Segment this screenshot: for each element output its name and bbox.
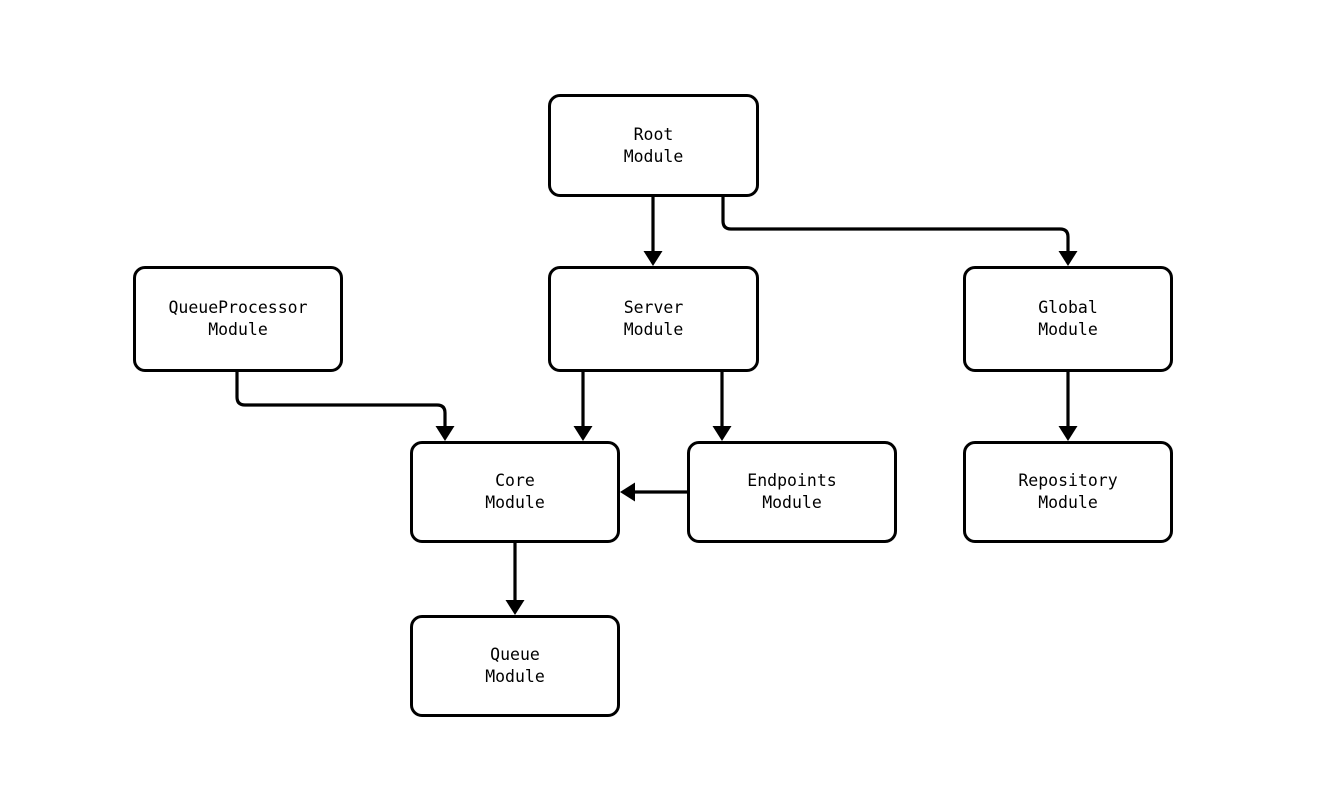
node-repository-label: Repository Module	[1018, 471, 1118, 512]
edge-root-global	[721, 197, 1070, 252]
node-queueprocessor-label: QueueProcessor Module	[168, 298, 308, 339]
node-queue[interactable]: Queue Module	[410, 615, 620, 717]
node-server-label: Server Module	[623, 298, 684, 339]
edge-queueprocessor-core	[235, 372, 447, 427]
node-endpoints-label: Endpoints Module	[747, 471, 837, 512]
arrowhead-root-server	[643, 251, 663, 266]
node-queueprocessor[interactable]: QueueProcessor Module	[133, 266, 343, 372]
node-repository[interactable]: Repository Module	[963, 441, 1173, 543]
node-core-label: Core Module	[485, 471, 545, 512]
arrowhead-server-core	[573, 426, 593, 441]
arrowhead-root-global	[1058, 251, 1078, 266]
node-global-label: Global Module	[1038, 298, 1098, 339]
node-server[interactable]: Server Module	[548, 266, 759, 372]
node-core[interactable]: Core Module	[410, 441, 620, 543]
arrowhead-endpoints-core	[620, 482, 635, 502]
node-root-label: Root Module	[623, 124, 684, 166]
node-queue-label: Queue Module	[485, 645, 545, 686]
arrowhead-server-endpoints	[712, 426, 732, 441]
node-endpoints[interactable]: Endpoints Module	[687, 441, 897, 543]
node-root[interactable]: Root Module	[548, 94, 759, 197]
arrowhead-core-queue	[505, 600, 525, 615]
arrowhead-queueprocessor-core	[435, 426, 455, 441]
node-global[interactable]: Global Module	[963, 266, 1173, 372]
arrowhead-global-repository	[1058, 426, 1078, 441]
